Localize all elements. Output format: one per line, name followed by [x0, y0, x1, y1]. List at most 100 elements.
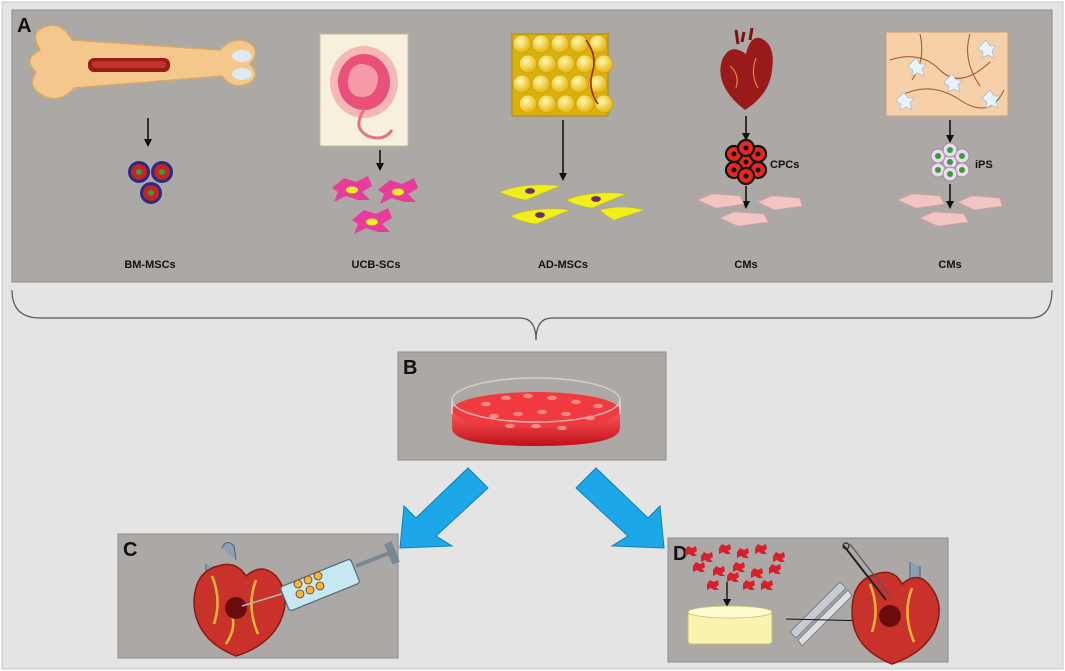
- ips-nucleus: [935, 167, 941, 173]
- scaffold: [687, 605, 773, 645]
- seeded-cells: [685, 544, 785, 590]
- fat-cell: [556, 54, 576, 74]
- dish-cell: [531, 423, 541, 429]
- ips-nucleus: [959, 153, 965, 159]
- dish-cell: [513, 411, 523, 417]
- seeded-cell: [761, 580, 773, 590]
- seeded-cell: [755, 544, 767, 554]
- source-label-cms-heart: CMs: [734, 259, 757, 271]
- arrow-to-scaffold: [575, 467, 665, 549]
- cpc-nucleus: [731, 167, 737, 173]
- adipose-source: [511, 33, 614, 117]
- cpc-cells: [724, 138, 768, 186]
- dish-cell: [489, 413, 499, 419]
- seeded-cell: [719, 544, 731, 554]
- dish-cell: [481, 401, 491, 407]
- fat-cell: [512, 74, 532, 94]
- cpc-nucleus: [755, 167, 761, 173]
- panel-d-letter: D: [673, 543, 687, 565]
- cm-cells-ips: [897, 193, 1003, 227]
- fat-cell: [550, 34, 570, 54]
- seeded-cell: [769, 564, 781, 574]
- heart-patched: [842, 542, 940, 665]
- arrow-to-injection: [399, 467, 489, 549]
- culture-dish: [451, 377, 621, 446]
- umbilical-cord-source: [319, 33, 409, 147]
- seeded-cell: [733, 562, 745, 572]
- fat-cell: [588, 74, 608, 94]
- seeded-cell: [701, 552, 713, 562]
- skin-fibroblast-source: [885, 31, 1009, 117]
- tweezers: [789, 581, 853, 647]
- syringe: [241, 541, 400, 611]
- heart-source: [720, 27, 773, 110]
- seeded-cell: [743, 580, 755, 590]
- source-label-bm-mscs: BM-MSCs: [124, 259, 175, 271]
- grouping-brace: [11, 289, 1053, 341]
- seeded-cell: [751, 568, 763, 578]
- fat-cell: [537, 54, 557, 74]
- cm-cells-heart: [697, 193, 803, 227]
- fat-cell: [575, 54, 595, 74]
- dish-cell: [501, 395, 511, 401]
- source-label-ucb-scs: UCB-SCs: [352, 259, 401, 271]
- ips-nucleus: [947, 147, 953, 153]
- ucb-sc-cells: [332, 176, 418, 234]
- seeded-cell: [773, 552, 785, 562]
- source-label-cms-ips: CMs: [938, 259, 961, 271]
- bone-marrow-source: [29, 24, 257, 100]
- fat-cell: [556, 94, 576, 114]
- fat-cell: [531, 34, 551, 54]
- fat-cell: [594, 54, 614, 74]
- cpc-nucleus: [743, 145, 749, 151]
- seeded-cell: [737, 548, 749, 558]
- ips-nucleus: [959, 167, 965, 173]
- fat-cell: [518, 94, 538, 114]
- seeded-cell: [727, 572, 739, 582]
- dish-cell: [585, 415, 595, 421]
- ips-cells: [930, 142, 970, 182]
- panel-d: D: [667, 537, 949, 665]
- bm-msc-cells: [128, 161, 173, 204]
- panel-c-letter: C: [123, 539, 137, 561]
- seeded-cell: [713, 566, 725, 576]
- cpc-nucleus: [743, 173, 749, 179]
- seeded-cell: [685, 546, 697, 556]
- fat-cell: [537, 94, 557, 114]
- ips-nucleus: [947, 159, 953, 165]
- fat-cell: [594, 94, 614, 114]
- cpc-nucleus: [731, 151, 737, 157]
- panel-b-letter: B: [403, 357, 417, 379]
- blood-vessel: [585, 39, 599, 105]
- ips-nucleus: [935, 153, 941, 159]
- heart-injected: [193, 542, 286, 657]
- fat-cell: [518, 54, 538, 74]
- fat-cell: [550, 74, 570, 94]
- seeded-cell: [707, 580, 719, 590]
- dish-cell: [557, 425, 567, 431]
- ad-msc-cells: [499, 184, 645, 225]
- ips-label: iPS: [975, 159, 993, 171]
- cpc-nucleus: [755, 151, 761, 157]
- fat-cell: [569, 34, 589, 54]
- dish-cell: [593, 403, 603, 409]
- dish-cell: [505, 423, 515, 429]
- dish-cell: [547, 395, 557, 401]
- dish-cell: [561, 411, 571, 417]
- fat-cell: [575, 94, 595, 114]
- panel-b: B: [397, 351, 667, 461]
- dish-cell: [571, 399, 581, 405]
- fat-cell: [512, 34, 532, 54]
- cpc-nucleus: [743, 159, 749, 165]
- panel-a-letter: A: [17, 15, 31, 37]
- panel-c: C: [117, 533, 400, 659]
- panel-a: A: [11, 9, 1053, 283]
- source-label-ad-mscs: AD-MSCs: [538, 259, 588, 271]
- cpc-label: CPCs: [770, 159, 799, 171]
- dish-cell: [523, 393, 533, 399]
- ips-nucleus: [947, 171, 953, 177]
- fat-cell: [531, 74, 551, 94]
- dish-cell: [537, 409, 547, 415]
- fat-cell: [569, 74, 589, 94]
